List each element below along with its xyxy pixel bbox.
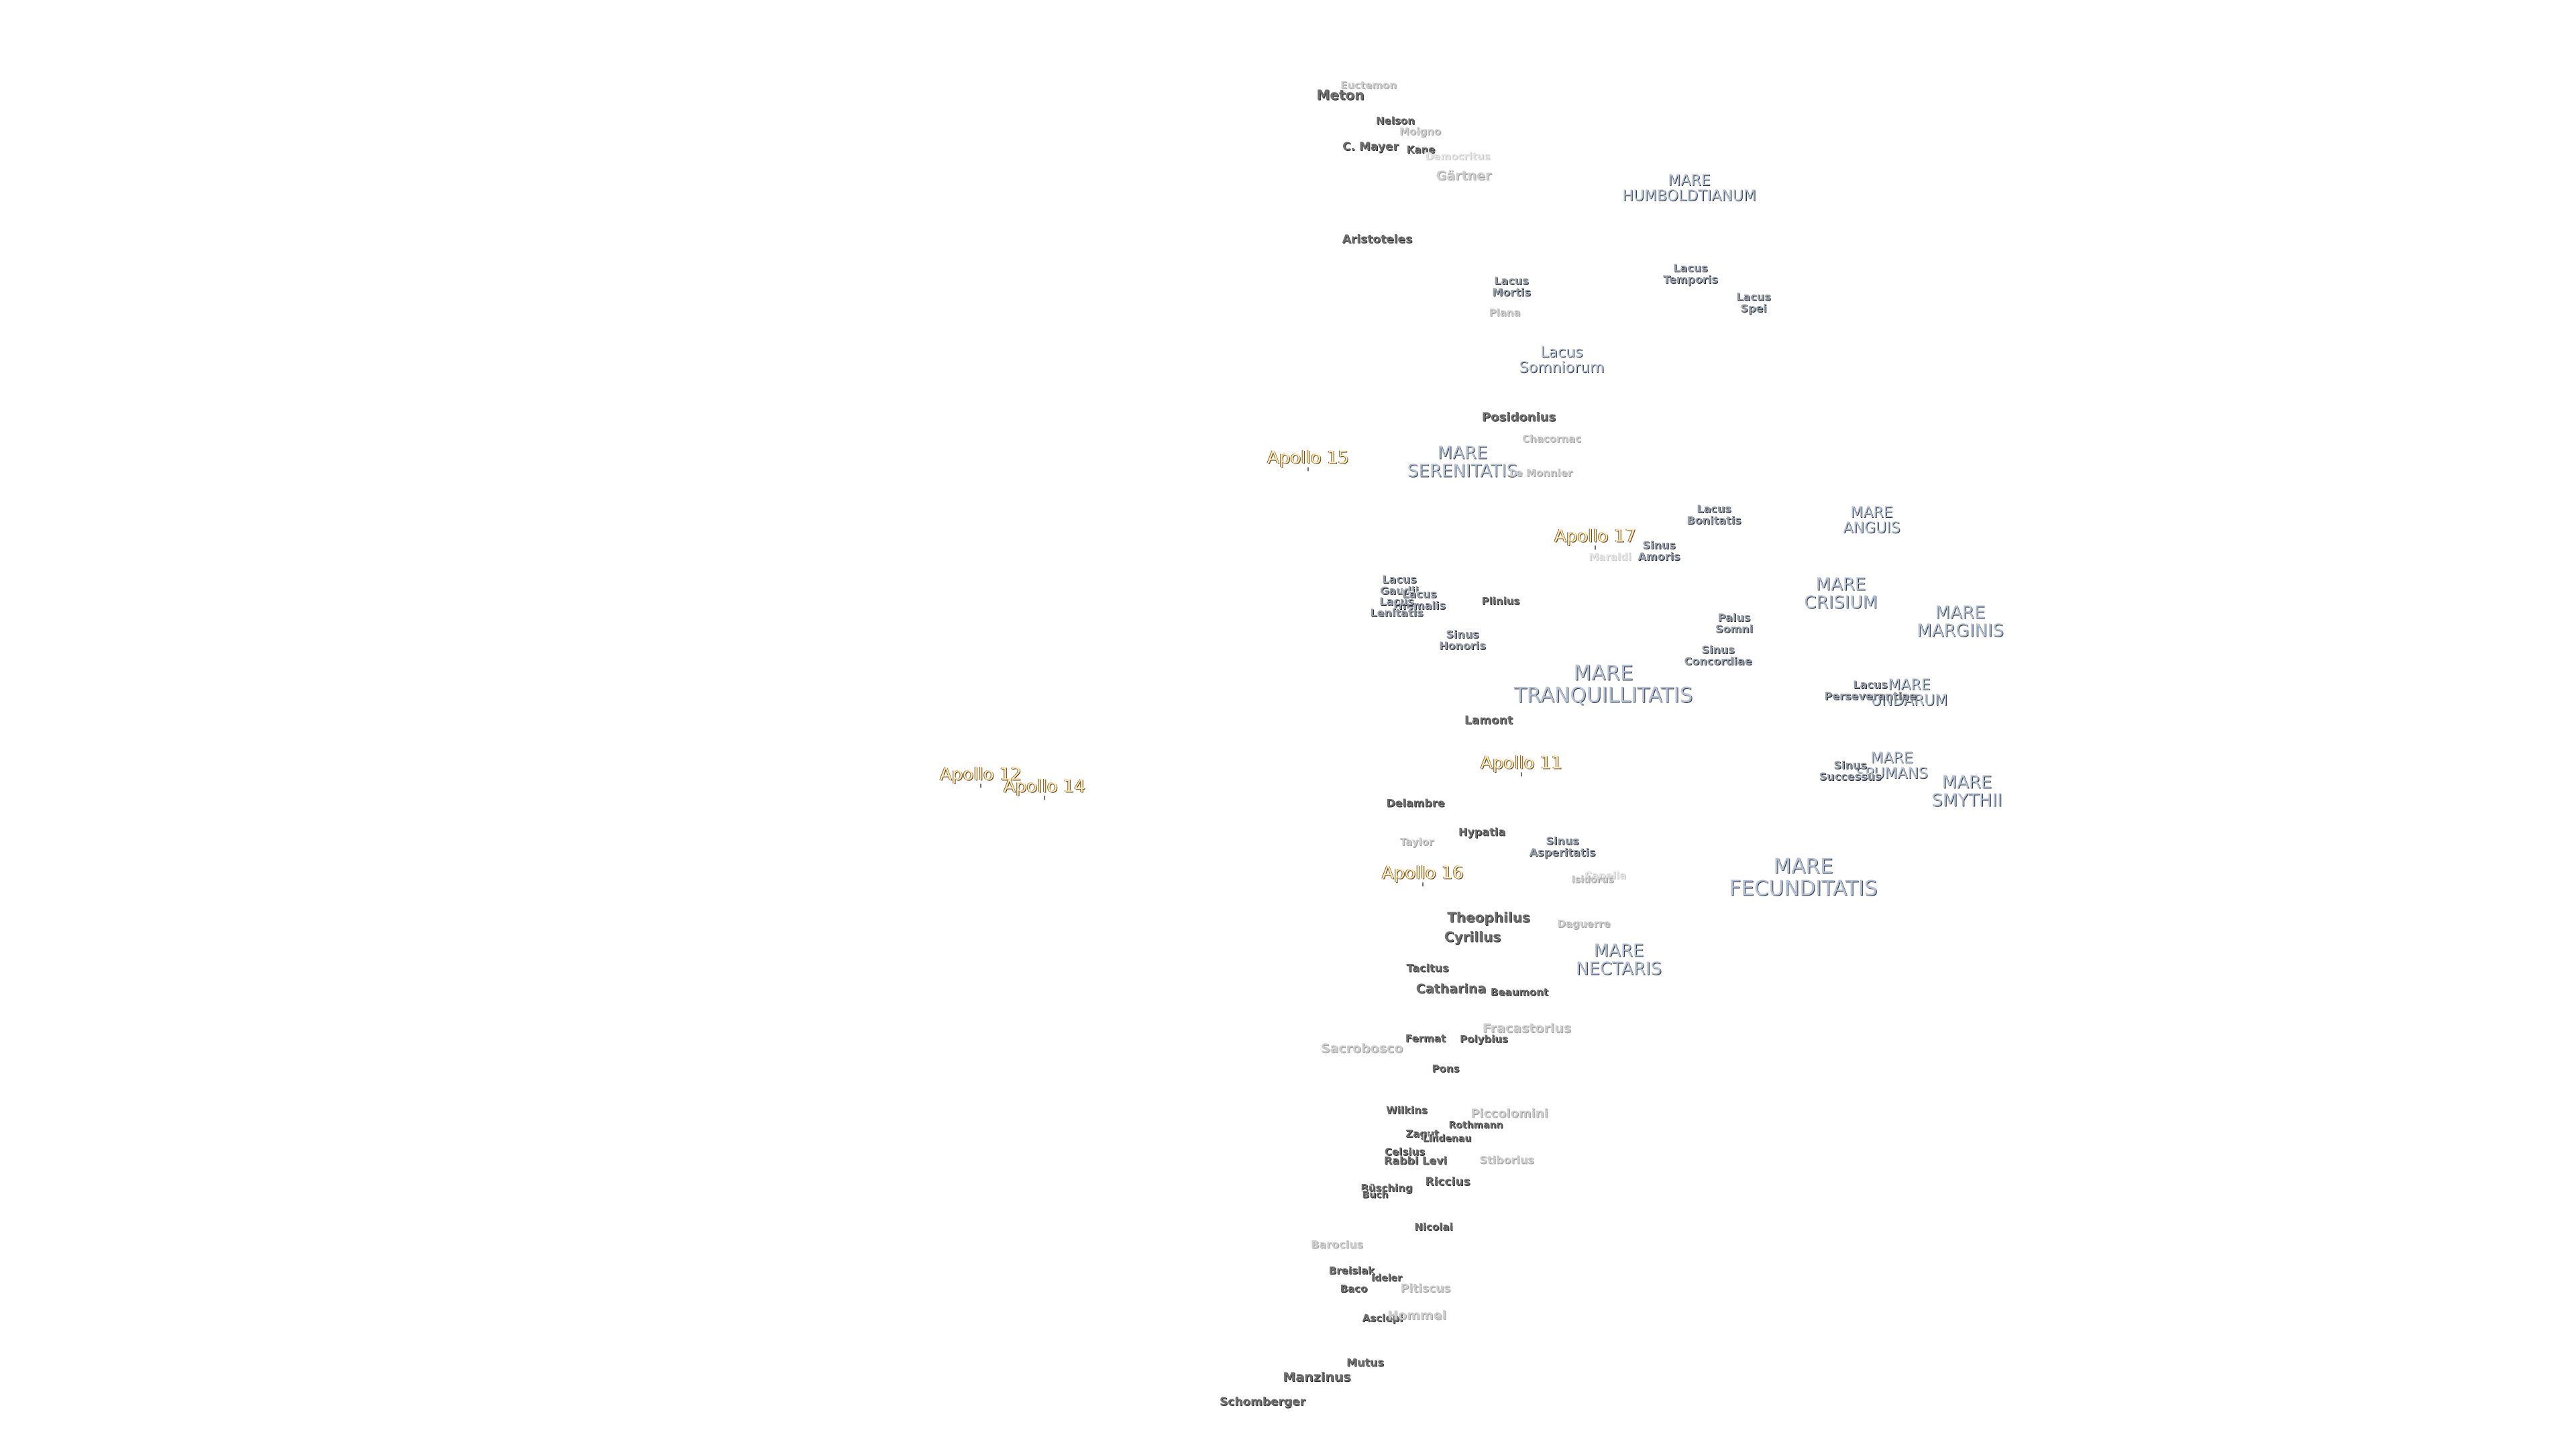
- crater-democritus[interactable]: Democritus: [1425, 150, 1491, 163]
- landing-pin-icon: [1307, 467, 1309, 472]
- crater-pitiscus[interactable]: Pitiscus: [1400, 1282, 1451, 1296]
- crater-daguerre[interactable]: Daguerre: [1557, 918, 1611, 930]
- crater-maraldi[interactable]: Maraldi: [1589, 551, 1631, 564]
- apollo-label: Apollo 12: [940, 764, 1022, 785]
- apollo-12-marker[interactable]: Apollo 12: [940, 764, 1022, 788]
- crater-fermat[interactable]: Fermat: [1405, 1032, 1446, 1045]
- crater-c-mayer[interactable]: C. Mayer: [1342, 140, 1399, 154]
- crater-posidonius[interactable]: Posidonius: [1481, 410, 1556, 425]
- landing-pin-icon: [1521, 772, 1522, 777]
- crater-nicolai[interactable]: Nicolai: [1414, 1221, 1453, 1234]
- crater-breislak[interactable]: Breislak: [1328, 1265, 1375, 1277]
- crater-buch[interactable]: Buch: [1362, 1189, 1389, 1201]
- crater-tacitus[interactable]: Tacitus: [1406, 961, 1449, 975]
- crater-theophilus[interactable]: Theophilus: [1447, 909, 1530, 926]
- crater-mutus[interactable]: Mutus: [1346, 1356, 1384, 1369]
- crater-nelson[interactable]: Nelson: [1376, 115, 1415, 127]
- crater-asclepi[interactable]: Asclepi: [1362, 1312, 1403, 1325]
- landing-pin-icon: [1595, 545, 1596, 550]
- apollo-label: Apollo 14: [1004, 776, 1085, 797]
- crater-piccolomini[interactable]: Piccolomini: [1470, 1106, 1548, 1121]
- crater-gartner[interactable]: Gärtner: [1436, 168, 1492, 184]
- crater-sacrobosco[interactable]: Sacrobosco: [1320, 1041, 1403, 1057]
- crater-beaumont[interactable]: Beaumont: [1490, 986, 1549, 999]
- crater-meton[interactable]: Meton: [1316, 87, 1364, 103]
- crater-zagut[interactable]: Zagut: [1405, 1128, 1439, 1140]
- crater-delambre[interactable]: Delambre: [1386, 796, 1445, 810]
- crater-manzinus[interactable]: Manzinus: [1283, 1370, 1351, 1385]
- apollo-16-marker[interactable]: Apollo 16: [1382, 863, 1464, 887]
- apollo-label: Apollo 16: [1382, 863, 1464, 883]
- crater-rothmann[interactable]: Rothmann: [1448, 1120, 1503, 1131]
- landing-pin-icon: [1422, 882, 1424, 887]
- apollo-14-marker[interactable]: Apollo 14: [1004, 776, 1085, 800]
- crater-moigno[interactable]: Moigno: [1399, 125, 1442, 138]
- crater-busching[interactable]: Büsching: [1360, 1182, 1413, 1195]
- landing-pin-icon: [1044, 796, 1045, 800]
- apollo-label: Apollo 17: [1554, 526, 1636, 547]
- crater-kane[interactable]: Kane: [1406, 144, 1436, 156]
- crater-le-monnier[interactable]: Le Monnier: [1509, 467, 1573, 480]
- crater-barocius[interactable]: Barocius: [1311, 1238, 1363, 1251]
- apollo-17-marker[interactable]: Apollo 17: [1554, 526, 1636, 550]
- crater-plana[interactable]: Plana: [1489, 307, 1521, 319]
- apollo-15-marker[interactable]: Apollo 15: [1267, 447, 1349, 472]
- crater-cyrillus[interactable]: Cyrillus: [1444, 928, 1501, 945]
- crater-polybius[interactable]: Polybius: [1460, 1033, 1508, 1046]
- crater-euctemon[interactable]: Euctemon: [1340, 79, 1397, 92]
- crater-taylor[interactable]: Taylor: [1399, 836, 1434, 849]
- apollo-label: Apollo 11: [1481, 753, 1562, 773]
- crater-stiborius[interactable]: Stiborius: [1479, 1153, 1534, 1167]
- crater-ideler[interactable]: Ideler: [1371, 1273, 1402, 1284]
- crater-pons[interactable]: Pons: [1432, 1063, 1460, 1075]
- crater-lamont[interactable]: Lamont: [1464, 714, 1513, 728]
- crater-riccius[interactable]: Riccius: [1425, 1175, 1470, 1189]
- crater-plinius[interactable]: Plinius: [1481, 595, 1520, 608]
- crater-hommel[interactable]: Hommel: [1387, 1308, 1446, 1324]
- crater-aristoteles[interactable]: Aristoteles: [1342, 233, 1413, 247]
- crater-wilkins[interactable]: Wilkins: [1386, 1104, 1428, 1117]
- landing-pin-icon: [980, 784, 981, 788]
- crater-celsius[interactable]: Celsius: [1385, 1146, 1425, 1159]
- crater-rabbi-levi[interactable]: Rabbi Levi: [1383, 1154, 1448, 1167]
- crater-hypatia[interactable]: Hypatia: [1458, 825, 1505, 839]
- apollo-11-marker[interactable]: Apollo 11: [1481, 753, 1562, 777]
- crater-baco[interactable]: Baco: [1340, 1283, 1368, 1295]
- apollo-label: Apollo 15: [1267, 447, 1349, 468]
- crater-lindenau[interactable]: Lindenau: [1422, 1133, 1472, 1144]
- crater-fracastorius[interactable]: Fracastorius: [1482, 1021, 1572, 1036]
- crater-schomberger[interactable]: Schomberger: [1220, 1395, 1305, 1409]
- crater-catharina[interactable]: Catharina: [1415, 981, 1487, 997]
- crater-isidorus[interactable]: Isidorus: [1571, 874, 1614, 885]
- crater-capella[interactable]: Capella: [1584, 869, 1627, 882]
- crater-chacornac[interactable]: Chacornac: [1521, 433, 1582, 445]
